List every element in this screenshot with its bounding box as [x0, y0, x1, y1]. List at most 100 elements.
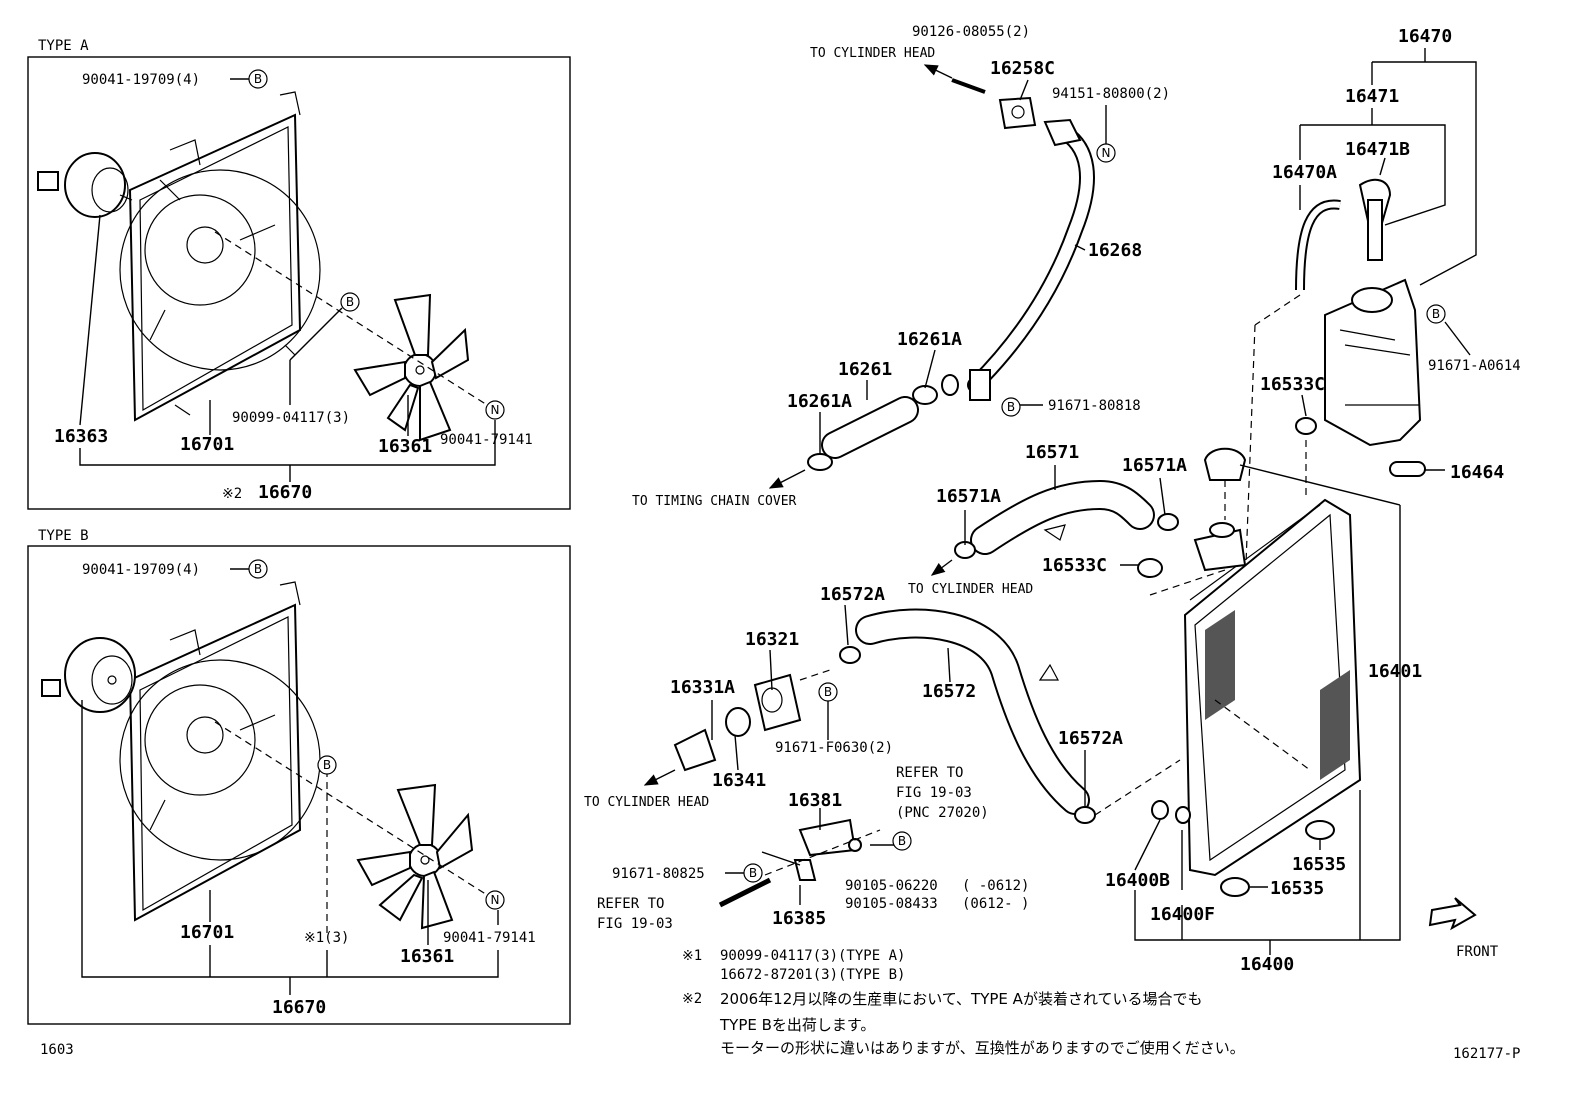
label-refer-left-1: REFER TO	[597, 896, 664, 912]
label-fan: 16361	[378, 436, 432, 457]
callout-b: B	[346, 295, 354, 309]
footnotes: ※1 90099-04117(3)(TYPE A) 16672-87201(3)…	[682, 948, 1245, 1057]
label-tank: 16470	[1398, 26, 1452, 47]
label-clamp-571a-r: 16571A	[1122, 455, 1187, 476]
label-bolt-08433-range: (0612- )	[962, 896, 1029, 912]
label-to-timing: TO TIMING CHAIN COVER	[632, 494, 797, 509]
type-b-motor-drawing	[41, 637, 136, 713]
label-bolt-06220-range: ( -0612)	[962, 878, 1029, 894]
type-a-header: TYPE A	[38, 38, 89, 54]
type-a-motor-drawing	[37, 152, 133, 218]
water-pipe-drawing	[967, 118, 1095, 401]
label-nut: 90041-79141	[443, 930, 536, 946]
label-screw-note: ※1(3)	[304, 930, 349, 946]
type-b-shroud-drawing	[119, 581, 321, 922]
label-refer-2: FIG 19-03	[896, 785, 972, 801]
label-clamp-261a-top: 16261A	[897, 329, 962, 350]
label-shroud: 16701	[180, 922, 234, 943]
label-grommet-mid: 16533C	[1042, 555, 1107, 576]
label-clamp-572a-top: 16572A	[820, 584, 885, 605]
type-b-fan-drawing	[356, 783, 474, 930]
page-number: 1603	[40, 1042, 74, 1058]
hose-16261-drawing	[807, 374, 959, 471]
label-assy: 16670	[258, 482, 312, 503]
label-stay-385: 16385	[772, 908, 826, 929]
label-to-cyl-head-top: TO CYLINDER HEAD	[810, 46, 935, 61]
type-a-panel: TYPE A	[27, 38, 571, 510]
label-hose-261: 16261	[838, 359, 892, 380]
figure-id: 162177-P	[1453, 1046, 1520, 1062]
radiator-drawing	[1183, 498, 1362, 877]
inlet-drawing	[753, 673, 802, 732]
label-cap-b: 16471B	[1345, 139, 1410, 160]
gasket-drawing	[998, 96, 1037, 130]
callout-n: N	[1102, 146, 1111, 160]
note1-mark: ※1	[682, 948, 702, 964]
label-radiator-assy: 16400	[1240, 954, 1294, 975]
label-refer-3: (PNC 27020)	[896, 805, 989, 821]
label-bolt-f0630: 91671-F0630(2)	[775, 740, 893, 756]
assy-mark: ※2	[222, 486, 242, 502]
label-cushion-535-b: 16535	[1270, 878, 1324, 899]
label-nut: 90041-79141	[440, 432, 533, 448]
thermostat-drawing	[673, 728, 717, 772]
label-gasket-331a: 16331A	[670, 677, 735, 698]
label-bolt-06220: 90105-06220	[845, 878, 938, 894]
hose-16572-drawing	[839, 608, 1096, 824]
callout-b: B	[254, 562, 262, 576]
type-a-shroud-drawing	[119, 91, 321, 422]
front-arrow-icon	[1428, 897, 1477, 931]
note2-mark: ※2	[682, 991, 702, 1007]
label-clip-n: 94151-80800(2)	[1052, 86, 1170, 102]
note1-line1: 90099-04117(3)(TYPE A)	[720, 948, 905, 964]
note1-line2: 16672-87201(3)(TYPE B)	[720, 967, 905, 983]
type-b-header: TYPE B	[38, 528, 89, 544]
label-bolt-b: 90041-19709(4)	[82, 562, 200, 578]
label-front: FRONT	[1456, 944, 1499, 960]
label-inlet: 16321	[745, 629, 799, 650]
note2-line2: TYPE Bを出荷します。	[719, 1016, 875, 1034]
callout-n: N	[491, 893, 500, 907]
bracket-drawing	[798, 818, 857, 857]
label-clamp-261a-low: 16261A	[787, 391, 852, 412]
hose-16571-drawing	[954, 479, 1179, 559]
label-fan: 16361	[400, 946, 454, 967]
radiator-cap-drawing	[1203, 447, 1247, 481]
type-b-frame	[27, 545, 571, 1025]
callout-b: B	[1432, 307, 1440, 321]
label-ring-341: 16341	[712, 770, 766, 791]
callout-b: B	[824, 685, 832, 699]
label-shroud: 16701	[180, 434, 234, 455]
label-pipe: 16268	[1088, 240, 1142, 261]
label-tank-cushion: 16464	[1450, 462, 1504, 483]
label-refer-1: REFER TO	[896, 765, 963, 781]
label-radiator: 16401	[1368, 661, 1422, 682]
callout-n: N	[491, 403, 500, 417]
label-cushion-535-a: 16535	[1292, 854, 1346, 875]
label-hose-572: 16572	[922, 681, 976, 702]
callout-b: B	[1007, 400, 1015, 414]
note2-line3: モーターの形状に違いはありますが、互換性がありますのでご使用ください。	[720, 1039, 1245, 1057]
label-tank-hose: 16470A	[1272, 162, 1337, 183]
label-bolt-08433: 90105-08433	[845, 896, 938, 912]
label-clamp-572a-low: 16572A	[1058, 728, 1123, 749]
label-bolt-cyl: 90126-08055(2)	[912, 24, 1030, 40]
reservoir-tank-drawing	[1324, 278, 1422, 447]
label-gasket: 16258C	[990, 58, 1055, 79]
label-tank-bolt: 91671-A0614	[1428, 358, 1521, 374]
callout-b: B	[323, 758, 331, 772]
label-motor: 16363	[54, 426, 108, 447]
label-clamp-571a-l: 16571A	[936, 486, 1001, 507]
label-to-cyl-head-low: TO CYLINDER HEAD	[584, 795, 709, 810]
label-grommet-top: 16533C	[1260, 374, 1325, 395]
label-to-cyl-head-mid: TO CYLINDER HEAD	[908, 582, 1033, 597]
label-screw: 90099-04117(3)	[232, 410, 350, 426]
label-bolt-80825: 91671-80825	[612, 866, 705, 882]
callout-b: B	[898, 834, 906, 848]
label-bolt-b: 90041-19709(4)	[82, 72, 200, 88]
main-diagram: N B B B B B	[584, 24, 1521, 975]
label-assy: 16670	[272, 997, 326, 1018]
label-drain-b: 16400B	[1105, 870, 1170, 891]
type-b-panel: TYPE B	[27, 528, 571, 1025]
callout-b: B	[749, 866, 757, 880]
